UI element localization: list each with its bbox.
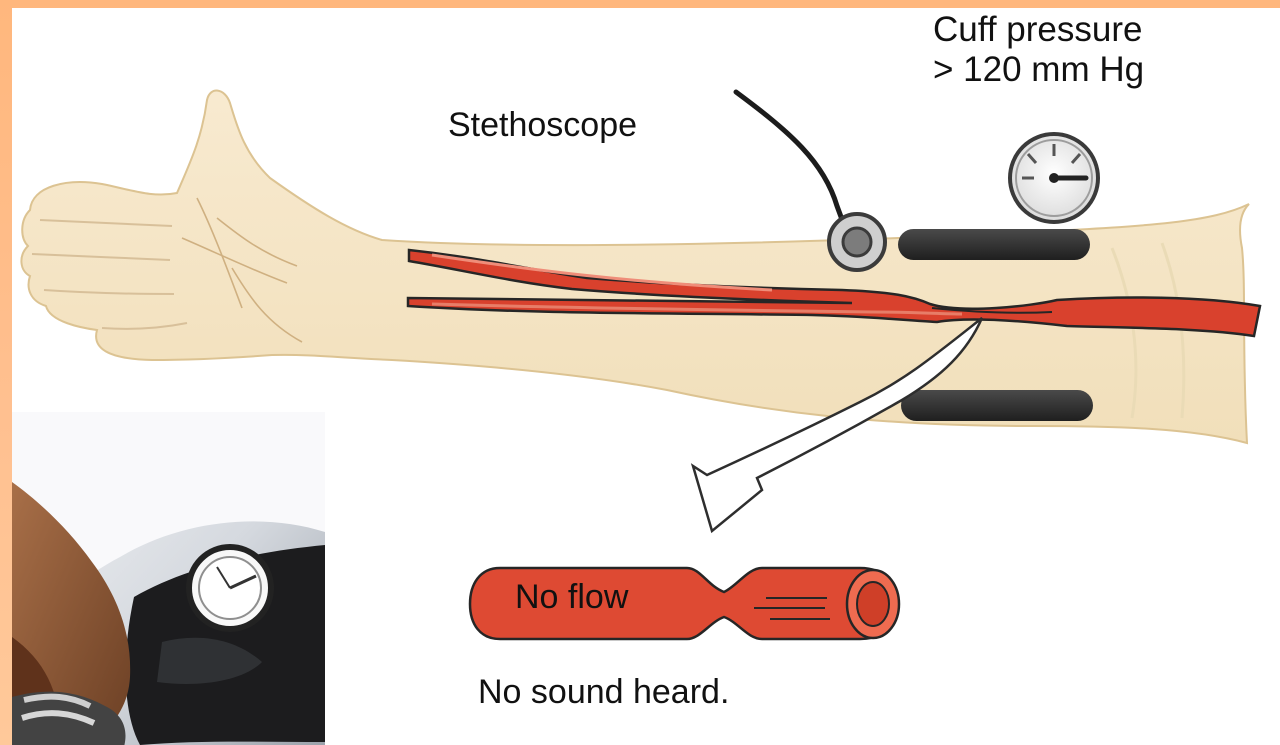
- no-flow-label: No flow: [515, 578, 628, 617]
- no-sound-label: No sound heard.: [478, 673, 729, 712]
- stethoscope-label: Stethoscope: [448, 106, 637, 145]
- cuff-bottom-bar: [901, 390, 1093, 421]
- blood-pressure-photo: [12, 412, 325, 745]
- cuff-pressure-label: Cuff pressure > 120 mm Hg: [933, 10, 1144, 91]
- illustration-panel: Cuff pressure > 120 mm Hg Stethoscope No…: [12, 8, 1280, 745]
- blood-pressure-photo-art: [12, 412, 325, 745]
- cuff-top-bar: [898, 229, 1090, 260]
- cuff-pressure-title: Cuff pressure: [933, 10, 1144, 50]
- cuff-pressure-value: > 120 mm Hg: [933, 50, 1144, 90]
- pressure-gauge-icon: [1010, 134, 1098, 222]
